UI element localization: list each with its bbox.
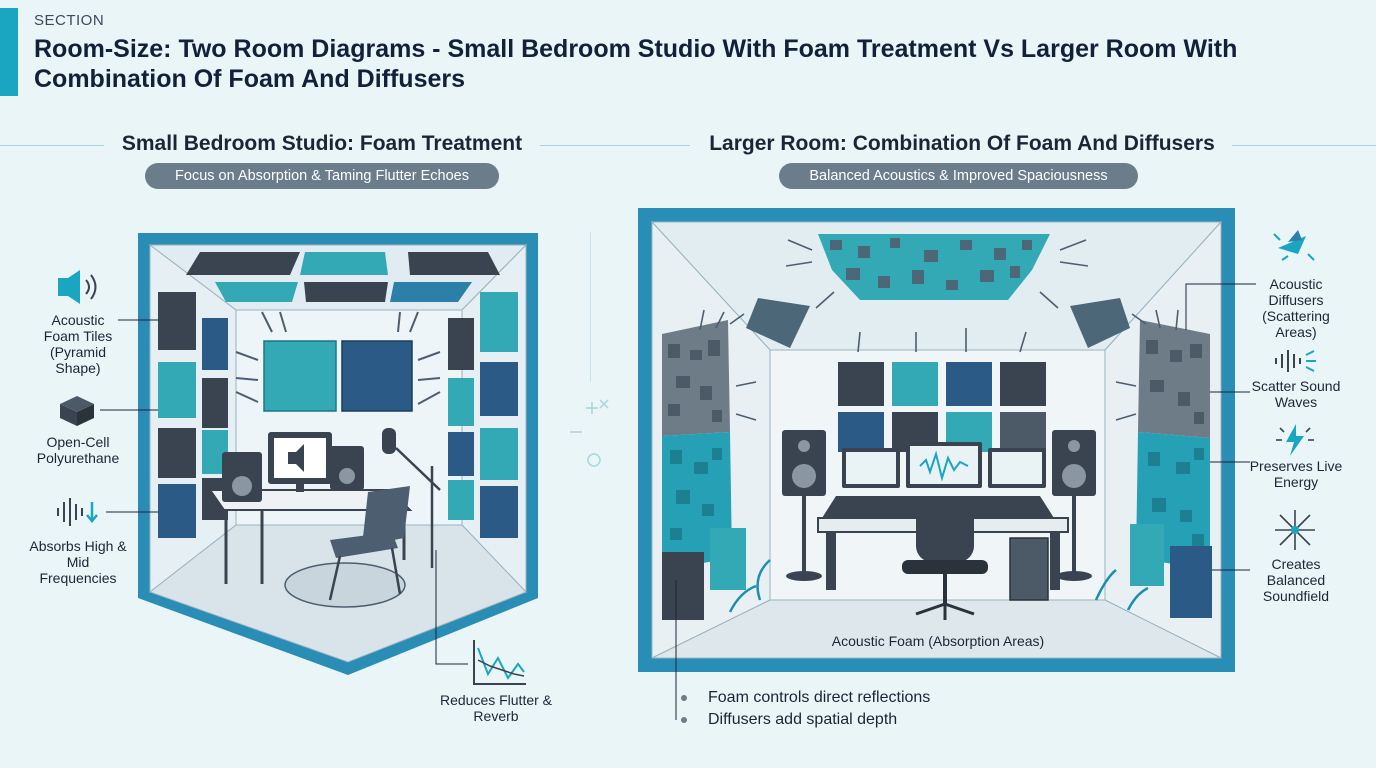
callout-absorbs: Absorbs High & Mid Frequencies: [29, 538, 127, 586]
live-energy-icon: [1276, 424, 1314, 456]
page-title: Room-Size: Two Room Diagrams - Small Bed…: [34, 35, 1238, 93]
callout-open-cell: Open-Cell Polyurethane: [36, 434, 120, 466]
callout-scatter: Scatter Sound Waves: [1251, 378, 1341, 410]
left-panel-title: Small Bedroom Studio: Foam Treatment: [121, 132, 523, 155]
callout-foam-tiles: Acoustic Foam Tiles (Pyramid Shape): [43, 312, 113, 376]
accent-bar: [0, 8, 18, 96]
callout-live-energy: Preserves Live Energy: [1249, 458, 1343, 490]
callout-soundfield: Creates Balanced Soundfield: [1262, 556, 1330, 604]
note-diffusers-depth: Diffusers add spatial depth: [708, 711, 898, 728]
soundfield-icon: [1275, 510, 1315, 550]
waveform-absorb-icon: [57, 498, 98, 526]
right-panel-subtitle: Balanced Acoustics & Improved Spaciousne…: [779, 163, 1138, 189]
callout-flutter: Reduces Flutter & Reverb: [439, 692, 553, 724]
foam-cube-icon: [60, 396, 94, 426]
divider-left-a: [0, 145, 104, 146]
diffuser-icon: [1273, 230, 1315, 261]
divider-right: [1232, 145, 1376, 146]
decorative-sparkle-icon: [570, 399, 609, 467]
note-foam-reflections: Foam controls direct reflections: [708, 689, 931, 706]
center-guide-line: [590, 232, 591, 382]
speaker-icon: [58, 270, 97, 304]
divider-center: [540, 145, 690, 146]
left-panel-subtitle: Focus on Absorption & Taming Flutter Ech…: [145, 163, 499, 189]
callout-diffusers: Acoustic Diffusers (Scattering Areas): [1262, 276, 1330, 340]
flutter-graph-icon: [473, 640, 526, 685]
right-panel-title: Larger Room: Combination Of Foam And Dif…: [709, 132, 1215, 155]
foam-caption: Acoustic Foam (Absorption Areas): [831, 633, 1045, 649]
scatter-wave-icon: [1275, 350, 1316, 372]
section-label: SECTION: [34, 12, 105, 29]
